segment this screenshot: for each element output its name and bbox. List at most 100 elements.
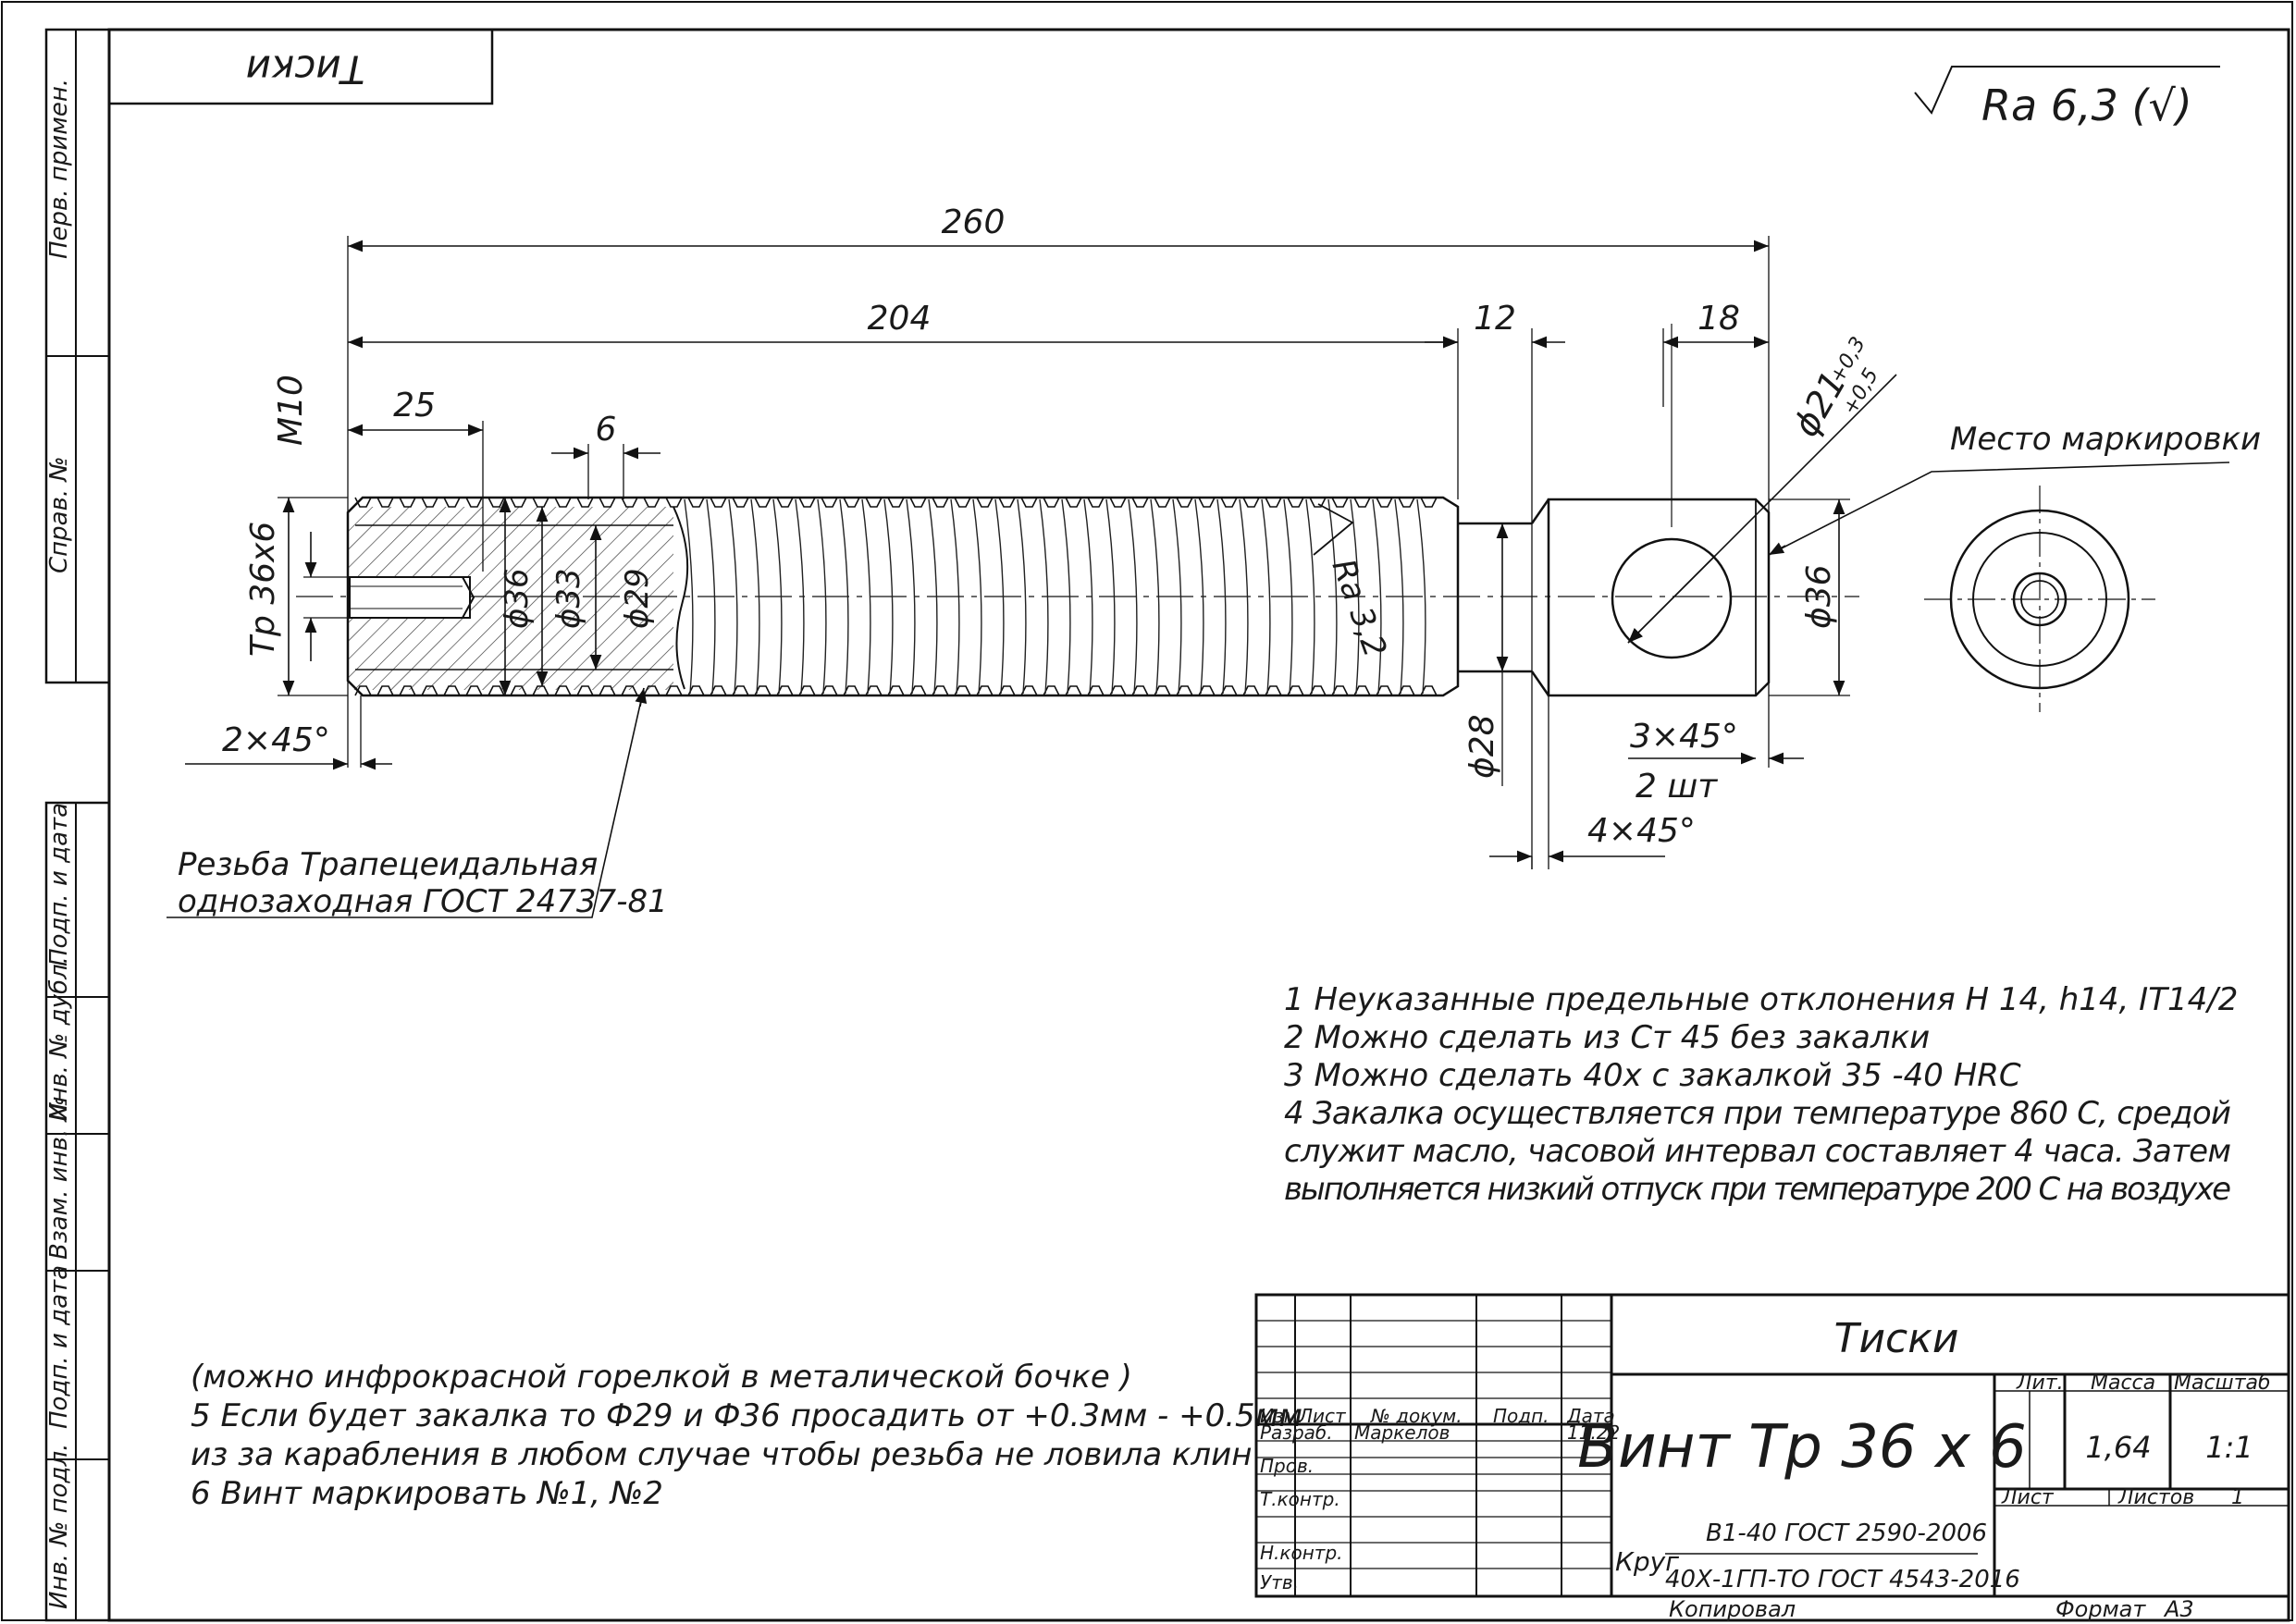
thread-crest-line bbox=[950, 498, 960, 695]
dim-phi33: ϕ33 bbox=[550, 568, 587, 629]
thread-crest-line bbox=[861, 498, 871, 695]
marking-label: Место маркировки bbox=[1950, 421, 2261, 458]
tb-masshtab-val: 1:1 bbox=[2205, 1430, 2253, 1465]
ra32-label: Ra 3,2 bbox=[1325, 554, 1394, 661]
side-label-podp2: Подп. и дата bbox=[45, 1265, 73, 1429]
dim-phi36-a: ϕ36 bbox=[499, 568, 536, 629]
dimensions: 260 204 12 18 25 6 Tp 36x6 M10 ϕ36 ϕ33 bbox=[167, 203, 2261, 920]
note-line-1: 1 Неуказанные предельные отклонения H 14… bbox=[1284, 981, 2238, 1018]
thread-crest-line bbox=[1239, 498, 1249, 695]
thread-crest-line bbox=[795, 498, 805, 695]
dim-3x45: 3×45° bbox=[1630, 718, 1738, 756]
tb-hdr-list: Лист bbox=[1298, 1405, 1347, 1427]
dim-18: 18 bbox=[1697, 300, 1740, 338]
tb-masshtab: Масштаб bbox=[2174, 1372, 2271, 1395]
roughness-general-text: Ra 6,3 (√) bbox=[1981, 80, 2192, 130]
tb-razrab-name: Маркелов bbox=[1354, 1421, 1450, 1444]
tb-material-top: В1-40 ГОСТ 2590-2006 bbox=[1706, 1519, 1987, 1547]
thread-crest-line bbox=[706, 498, 716, 695]
thread-crest-line bbox=[1327, 498, 1338, 695]
dim-2sht: 2 шт bbox=[1636, 768, 1718, 806]
title-block: Тиски Винт Тр 36 х 6 Изм. Лист № докум. … bbox=[1254, 1293, 2290, 1622]
tb-list: Лист bbox=[2001, 1486, 2055, 1509]
dim-204: 204 bbox=[868, 300, 932, 338]
tb-listov: Листов bbox=[2117, 1486, 2194, 1509]
thread-crest-line bbox=[772, 498, 783, 695]
note-line-6: выполняется низкий отпуск при температур… bbox=[1284, 1171, 2231, 1208]
side-label-sprav: Справ. № bbox=[45, 457, 73, 573]
tb-utv: Утв. bbox=[1260, 1571, 1299, 1593]
tb-lit: Лит. bbox=[2016, 1372, 2064, 1395]
note-line-5: служит масло, часовой интервал составляе… bbox=[1284, 1133, 2231, 1170]
note-lower-2: 5 Если будет закалка то Ф29 и Ф36 просад… bbox=[191, 1397, 1302, 1434]
tb-razrab-date: 11.22 bbox=[1567, 1421, 1620, 1444]
thread-crest-line bbox=[728, 498, 738, 695]
thread-crest-line bbox=[1083, 498, 1093, 695]
thread-crest-line bbox=[839, 498, 849, 695]
note-line-2: 2 Можно сделать из Ст 45 без закалки bbox=[1284, 1019, 1930, 1056]
side-label-perv: Перв. примен. bbox=[45, 79, 73, 259]
dim-4x45: 4×45° bbox=[1587, 812, 1696, 850]
thread-crest-line bbox=[1128, 498, 1138, 695]
tb-hdr-podp: Подп. bbox=[1493, 1405, 1549, 1427]
head bbox=[1547, 498, 1771, 697]
dim-phi36-b: ϕ36 bbox=[1800, 564, 1838, 629]
tb-hdr-izm: Изм. bbox=[1260, 1405, 1303, 1427]
thread-crest-line bbox=[817, 498, 827, 695]
thread-crest-line bbox=[1194, 498, 1204, 695]
note-line-3: 3 Можно сделать 40х с закалкой 35 -40 HR… bbox=[1284, 1057, 2021, 1094]
dim-260: 260 bbox=[942, 203, 1006, 241]
thread-crest-line bbox=[1216, 498, 1227, 695]
thread-crest-line bbox=[1283, 498, 1293, 695]
dim-phi28: ϕ28 bbox=[1463, 714, 1501, 779]
tech-notes: 1 Неуказанные предельные отклонения H 14… bbox=[191, 981, 2238, 1512]
tb-material-prefix: Круг bbox=[1615, 1546, 1679, 1577]
note-lower-3: из за карабления в любом случае чтобы ре… bbox=[191, 1436, 1252, 1473]
thread-crest-line bbox=[1017, 498, 1027, 695]
dim-2x45: 2×45° bbox=[222, 721, 330, 759]
thread-crest-line bbox=[1150, 498, 1160, 695]
m10-hole bbox=[349, 576, 471, 619]
tb-assembly: Тиски bbox=[1834, 1315, 1959, 1362]
dim-6: 6 bbox=[596, 411, 617, 449]
top-stamp: Тиски bbox=[107, 28, 494, 105]
dim-phi29: ϕ29 bbox=[619, 568, 656, 629]
thread-crest-line bbox=[1061, 498, 1071, 695]
thread-crest-line bbox=[883, 498, 894, 695]
side-column: Перв. примен. Справ. № Подп. и дата Инв.… bbox=[44, 28, 111, 1622]
thread-crest-line bbox=[972, 498, 982, 695]
top-stamp-text: Тиски bbox=[246, 47, 365, 92]
roughness-general: Ra 6,3 (√) bbox=[1914, 66, 2220, 130]
thread-note-1: Резьба Трапецеидальная bbox=[178, 846, 598, 883]
thread-crest-line bbox=[1305, 498, 1315, 695]
side-label-inv-dubl: Инв. № дубл. bbox=[45, 956, 73, 1121]
thread-crest-line bbox=[684, 498, 694, 695]
tb-format-val: А3 bbox=[2163, 1596, 2194, 1622]
tb-nkontr: Н.контр. bbox=[1260, 1542, 1343, 1564]
thread-crest-line bbox=[1261, 498, 1271, 695]
tb-massa: Масса bbox=[2091, 1372, 2155, 1395]
note-lower-4: 6 Винт маркировать №1, №2 bbox=[191, 1475, 663, 1512]
thread-note-2: однозаходная ГОСТ 24737-81 bbox=[178, 883, 668, 920]
tb-hdr-doc: № докум. bbox=[1370, 1405, 1463, 1427]
tb-format: Формат bbox=[2055, 1596, 2146, 1622]
dim-12: 12 bbox=[1474, 300, 1516, 338]
dim-25: 25 bbox=[393, 387, 436, 424]
tb-massa-val: 1,64 bbox=[2085, 1430, 2151, 1465]
side-label-vzam: Взам. инв. № bbox=[45, 1096, 73, 1260]
thread-crest-line bbox=[928, 498, 938, 695]
tb-part-name: Винт Тр 36 х 6 bbox=[1577, 1413, 2027, 1482]
thread-crest-line bbox=[750, 498, 760, 695]
tb-hdr-date: Дата bbox=[1566, 1405, 1615, 1427]
tb-razrab: Разраб. bbox=[1260, 1421, 1333, 1444]
cross-hole bbox=[1611, 537, 1733, 659]
thread-crest-line bbox=[994, 498, 1005, 695]
tb-listov-val: 1 bbox=[2231, 1486, 2244, 1509]
note-line-4: 4 Закалка осуществляется при температуре… bbox=[1284, 1095, 2231, 1132]
thread-crest-line bbox=[1039, 498, 1049, 695]
thread-crest-line bbox=[1105, 498, 1116, 695]
neck bbox=[1458, 522, 1532, 673]
tb-material-bottom: 40Х-1ГП-ТО ГОСТ 4543-2016 bbox=[1665, 1566, 2020, 1593]
screw-view: Ra 3,2 bbox=[296, 324, 1859, 697]
